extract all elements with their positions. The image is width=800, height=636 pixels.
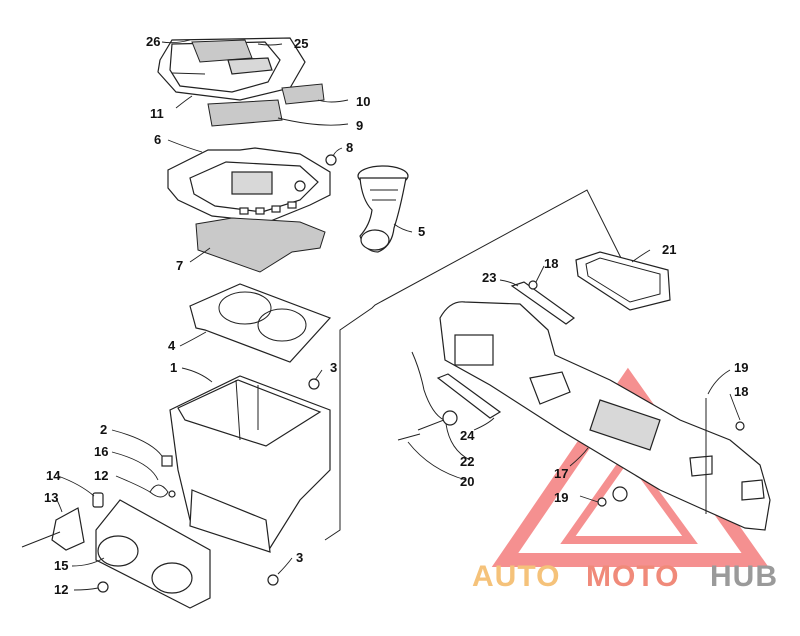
callout-15: 15 [54,558,68,573]
foam-filter-7 [195,217,326,273]
callout-10: 10 [356,94,370,109]
callout-16: 16 [94,444,108,459]
strap-24 [436,373,502,419]
foam-filter-10 [281,83,325,105]
callout-1: 1 [170,360,177,375]
callout-18-right: 18 [734,384,748,399]
callout-13: 13 [44,490,58,505]
seal-21 [575,251,671,311]
nut-18-right [735,421,745,431]
nut-18-upper [528,280,538,290]
callout-19-bottom: 19 [554,490,568,505]
grommet-24 [442,410,458,426]
foam-filter-9 [207,99,283,127]
callout-11: 11 [150,106,164,121]
callout-23: 23 [482,270,496,285]
callout-8: 8 [346,140,353,155]
filter-tray [167,147,331,223]
nut-3-bottom [267,574,279,586]
callout-25: 25 [294,36,308,51]
callout-7: 7 [176,258,183,273]
air-box-lid [157,37,306,101]
callout-12-bottom: 12 [54,582,68,597]
bolt-13 [21,531,61,548]
callout-22: 22 [460,454,474,469]
bracket-13 [51,507,85,551]
callout-26: 26 [146,34,160,49]
gasket [189,283,332,363]
callout-17: 17 [554,466,568,481]
bushing-2 [161,455,173,467]
callout-5: 5 [418,224,425,239]
inlet-duct [95,499,211,609]
callout-21: 21 [662,242,676,257]
assembly-outline [324,189,623,541]
leader-lines [55,39,741,591]
watermark-word-auto: AUTO [472,560,560,593]
watermark-word-moto: MOTO [586,560,679,593]
screw-12-top [168,490,176,498]
bolt-19-lower [597,497,607,507]
watermark-triangle-inner [560,448,698,544]
spacer-14 [92,492,104,508]
callout-3-bottom: 3 [296,550,303,565]
nut-3-top [308,378,320,390]
callout-9: 9 [356,118,363,133]
rod-22 [411,351,446,431]
callout-20: 20 [460,474,474,489]
clip-16 [149,484,169,498]
plate-23 [510,281,576,325]
callout-3-top: 3 [330,360,337,375]
callout-12-top: 12 [94,468,108,483]
watermark-text: AUTO MOTO HUB [472,560,778,593]
callout-24: 24 [460,428,475,443]
air-box [169,375,331,553]
callout-4: 4 [168,338,176,353]
bolt-20 [397,433,421,441]
bolt-8 [325,154,337,166]
screw-12-bottom [97,581,109,593]
callout-2: 2 [100,422,107,437]
callout-labels: 26 25 11 10 9 6 8 5 7 4 1 3 2 16 14 12 1… [44,34,748,597]
callout-6: 6 [154,132,161,147]
callout-18-top: 18 [544,256,558,271]
callout-14: 14 [46,468,61,483]
intake-boot [357,165,409,253]
watermark-word-hub: HUB [710,560,778,593]
callout-19-right: 19 [734,360,748,375]
